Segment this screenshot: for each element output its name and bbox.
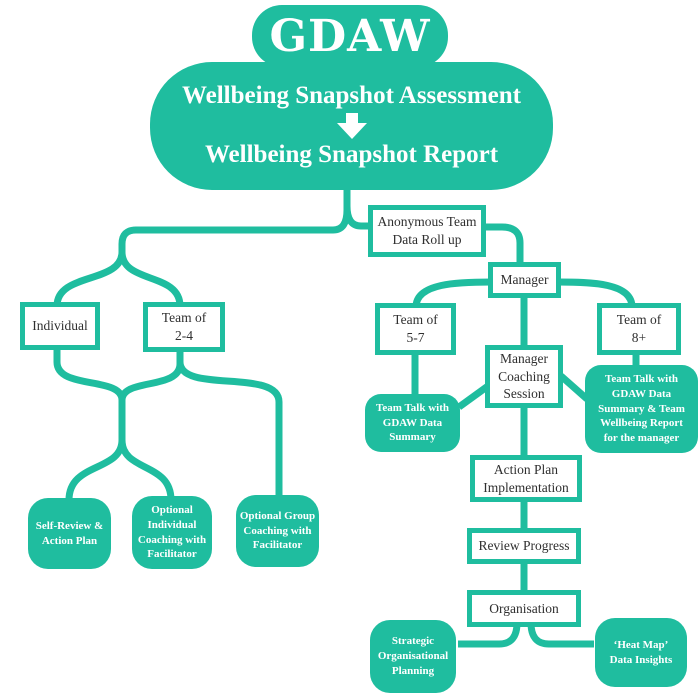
heat-map-label: ‘Heat Map’ Data Insights: [609, 638, 673, 666]
manager-label: Manager: [500, 272, 549, 288]
node-optional-group-coaching: Optional Group Coaching with Facilitator: [236, 495, 319, 567]
bracket-to-individual-line: [53, 251, 126, 307]
node-anonymous-team-data-roll-up: Anonymous Team Data Roll up: [368, 205, 486, 257]
node-team-talk-gdaw-summary: Team Talk with GDAW Data Summary: [365, 394, 460, 452]
node-self-review-action-plan: Self-Review & Action Plan: [28, 498, 111, 569]
wellbeing-cloud-node: Wellbeing Snapshot Assessment Wellbeing …: [150, 62, 553, 190]
down-arrow-icon: [336, 113, 367, 139]
node-review-progress: Review Progress: [467, 528, 581, 564]
node-strategic-organisational-planning: Strategic Organisational Planning: [370, 620, 456, 693]
organisation-label: Organisation: [489, 600, 559, 616]
team-talk-report-label: Team Talk with GDAW Data Summary & Team …: [598, 372, 685, 445]
self-review-label: Self-Review & Action Plan: [35, 519, 104, 547]
team-8-plus-label: Team of 8+: [616, 312, 662, 345]
wellbeing-assessment-label: Wellbeing Snapshot Assessment: [182, 82, 521, 110]
team-5-7-label: Team of 5-7: [393, 312, 438, 345]
optional-group-label: Optional Group Coaching with Facilitator: [239, 509, 316, 552]
team24-to-optional-group-line: [176, 348, 283, 498]
coaching-to-teamtalk-right-line: [558, 373, 590, 402]
manager-coaching-label: Manager Coaching Session: [498, 351, 550, 402]
wellbeing-report-label: Wellbeing Snapshot Report: [204, 141, 499, 168]
node-individual: Individual: [20, 302, 100, 350]
manager-to-team57-line: [412, 278, 493, 308]
stem-to-left-branch-line: [118, 209, 351, 260]
node-optional-individual-coaching: Optional Individual Coaching with Facili…: [132, 496, 212, 569]
bracket-to-team24-line: [118, 251, 184, 307]
team-2-4-label: Team of 2-4: [161, 310, 207, 343]
node-team-of-5-7: Team of 5-7: [375, 303, 456, 355]
node-organisation: Organisation: [467, 590, 581, 627]
node-team-talk-wellbeing-report: Team Talk with GDAW Data Summary & Team …: [585, 365, 698, 453]
gdaw-title-node: GDAW: [252, 5, 448, 67]
action-plan-label: Action Plan Implementation: [483, 461, 569, 495]
node-heat-map-data-insights: ‘Heat Map’ Data Insights: [595, 618, 687, 687]
individual-label: Individual: [32, 318, 88, 334]
team24-merge-line: [118, 348, 184, 401]
manager-to-team8-line: [556, 278, 636, 308]
strategic-planning-label: Strategic Organisational Planning: [377, 635, 449, 677]
individual-merge-line: [53, 346, 126, 401]
anonymous-to-manager-line: [486, 223, 524, 266]
gdaw-title: GDAW: [269, 10, 431, 62]
organisation-to-strategic-line: [458, 622, 521, 648]
review-progress-label: Review Progress: [478, 538, 570, 554]
split-to-self-review-line: [65, 439, 126, 501]
stem-to-anonymous-line: [343, 205, 370, 230]
node-manager: Manager: [488, 262, 561, 298]
organisation-to-heatmap-line: [527, 622, 594, 648]
team-talk-summary-label: Team Talk with GDAW Data Summary: [376, 401, 449, 444]
node-manager-coaching-session: Manager Coaching Session: [485, 345, 563, 408]
anonymous-label: Anonymous Team Data Roll up: [377, 214, 477, 247]
optional-individual-label: Optional Individual Coaching with Facili…: [137, 503, 207, 561]
node-team-of-8-plus: Team of 8+: [597, 303, 681, 355]
node-action-plan-implementation: Action Plan Implementation: [470, 455, 582, 502]
node-team-of-2-4: Team of 2-4: [143, 302, 225, 352]
coaching-to-teamtalk-left-line: [456, 383, 491, 410]
split-to-optional-individual-line: [118, 439, 175, 501]
